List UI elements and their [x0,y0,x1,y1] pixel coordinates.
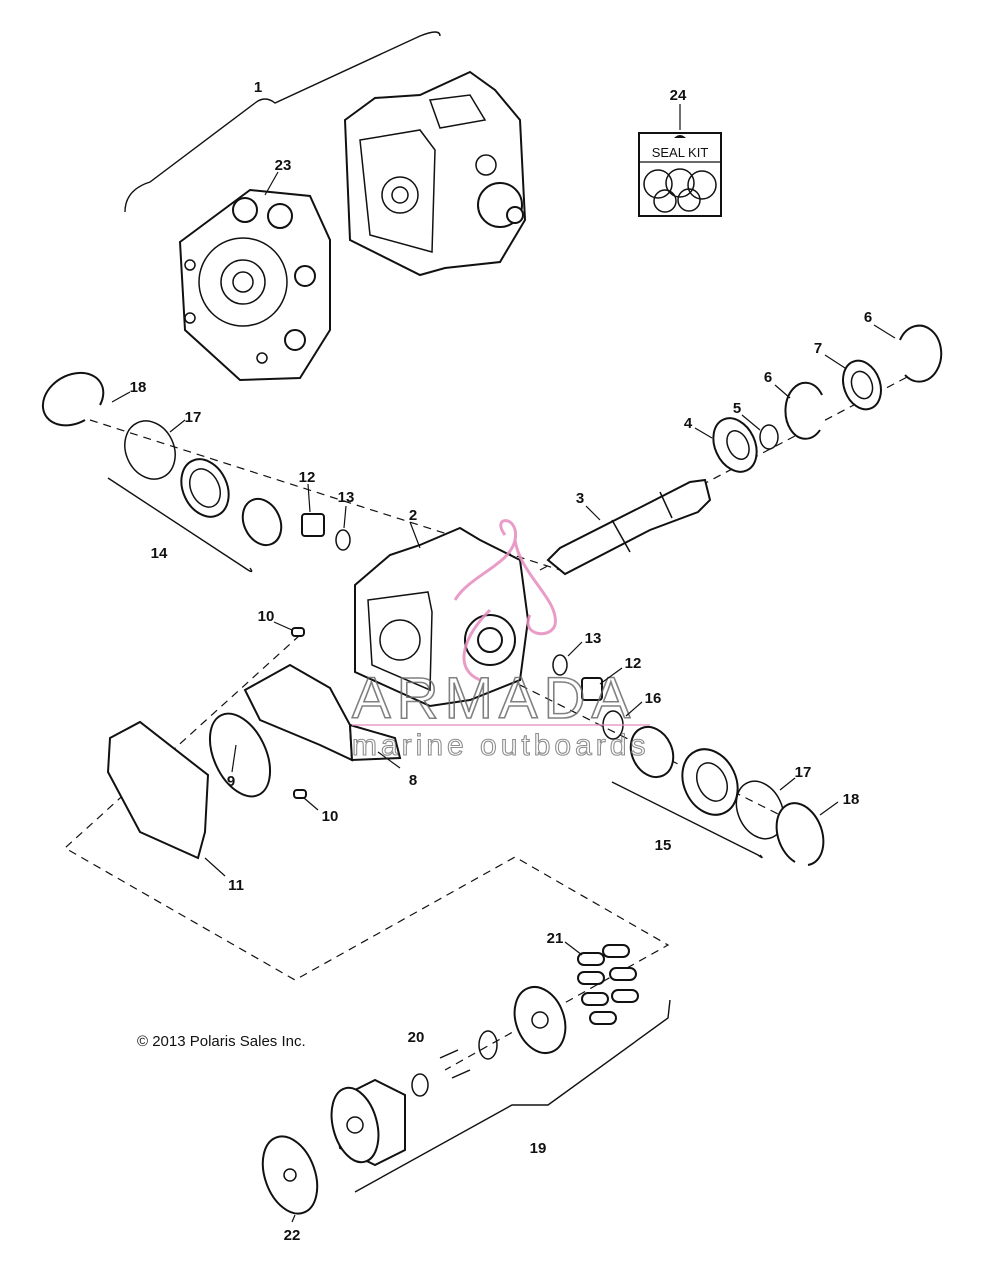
watermark-emblem [453,519,557,682]
callout-5: 5 [733,400,741,417]
piston-set-21 [577,944,639,1025]
pins-20 [439,1049,471,1079]
callout-4: 4 [684,415,693,432]
callout-20: 20 [408,1029,425,1046]
bearing-4 [712,417,758,473]
spring-ring [478,1030,498,1060]
callout-12-lower: 12 [625,655,642,672]
armada-watermark: ARMADA marine outboards [351,519,650,763]
callout-8: 8 [409,772,417,789]
brace-item-19 [354,999,671,1193]
dowel-pin-10-upper [291,627,305,637]
plug-12-lower [581,677,603,701]
callout-21: 21 [547,930,564,947]
brace-item-14 [107,477,253,573]
retaining-ring [411,1073,429,1097]
snap-ring-6-lower [784,381,823,440]
snap-ring-18-upper [41,371,105,427]
o-ring-13-lower [552,654,568,676]
plug-12-upper [301,513,325,537]
snap-ring-18-lower [775,802,825,866]
callout-6-lower: 6 [764,369,772,386]
callout-23: 23 [275,157,292,174]
callout-22: 22 [284,1227,301,1244]
pump-housing-23 [178,188,331,382]
transmission-housing-1 [343,70,527,277]
cylinder-block [330,1078,406,1167]
swashplate-8 [243,663,402,762]
dowel-pin-10-lower [293,789,307,799]
o-ring-17-lower [735,780,785,840]
o-ring-13-upper [335,529,351,551]
axis-line-lower [469,659,821,836]
gasket-11 [106,720,210,860]
thrust-washer-9 [208,712,272,798]
callout-19: 19 [530,1140,547,1157]
callout-12-upper: 12 [299,469,316,486]
callout-18-lower: 18 [843,791,860,808]
callout-13-upper: 13 [338,489,355,506]
copyright-notice: © 2013 Polaris Sales Inc. [137,1033,306,1050]
callout-15: 15 [655,837,672,854]
snap-ring-6-upper [899,324,943,383]
leader-lines [111,171,896,1223]
callout-10-lower: 10 [322,808,339,825]
callout-13-lower: 13 [585,630,602,647]
piston-assembly-14 [180,458,283,547]
seal-kit-label: SEAL KIT [652,145,709,160]
callout-14: 14 [151,545,168,562]
seal-kit-box: SEAL KIT [638,104,722,217]
watermark-tagline: marine outboards [352,729,649,762]
callout-17-upper: 17 [185,409,202,426]
o-ring-17-upper [124,420,176,480]
callout-6-upper: 6 [864,309,872,326]
assembly-boundary [63,634,670,1071]
callout-11: 11 [228,877,244,894]
callout-18-upper: 18 [130,379,147,396]
callout-10-upper: 10 [258,608,275,625]
callout-3: 3 [576,490,584,507]
callout-1: 1 [254,79,262,96]
callout-16: 16 [645,690,662,707]
callout-labels: 1 23 24 6 7 6 5 4 3 2 18 17 12 13 14 10 … [130,79,873,1244]
piston-assembly-15 [629,725,739,816]
brace-item-15 [611,781,763,859]
callout-24: 24 [670,87,687,104]
retainer-plate [513,986,567,1054]
drive-shaft-3 [546,478,712,576]
callout-9: 9 [227,773,235,790]
seal-7 [842,359,882,411]
watermark-brand: ARMADA [352,666,636,731]
callout-7: 7 [814,340,822,357]
callout-17-lower: 17 [795,764,812,781]
brace-item-1 [124,31,441,213]
callout-2: 2 [409,507,417,524]
ring-5 [759,424,779,450]
valve-plate-22 [261,1135,319,1215]
